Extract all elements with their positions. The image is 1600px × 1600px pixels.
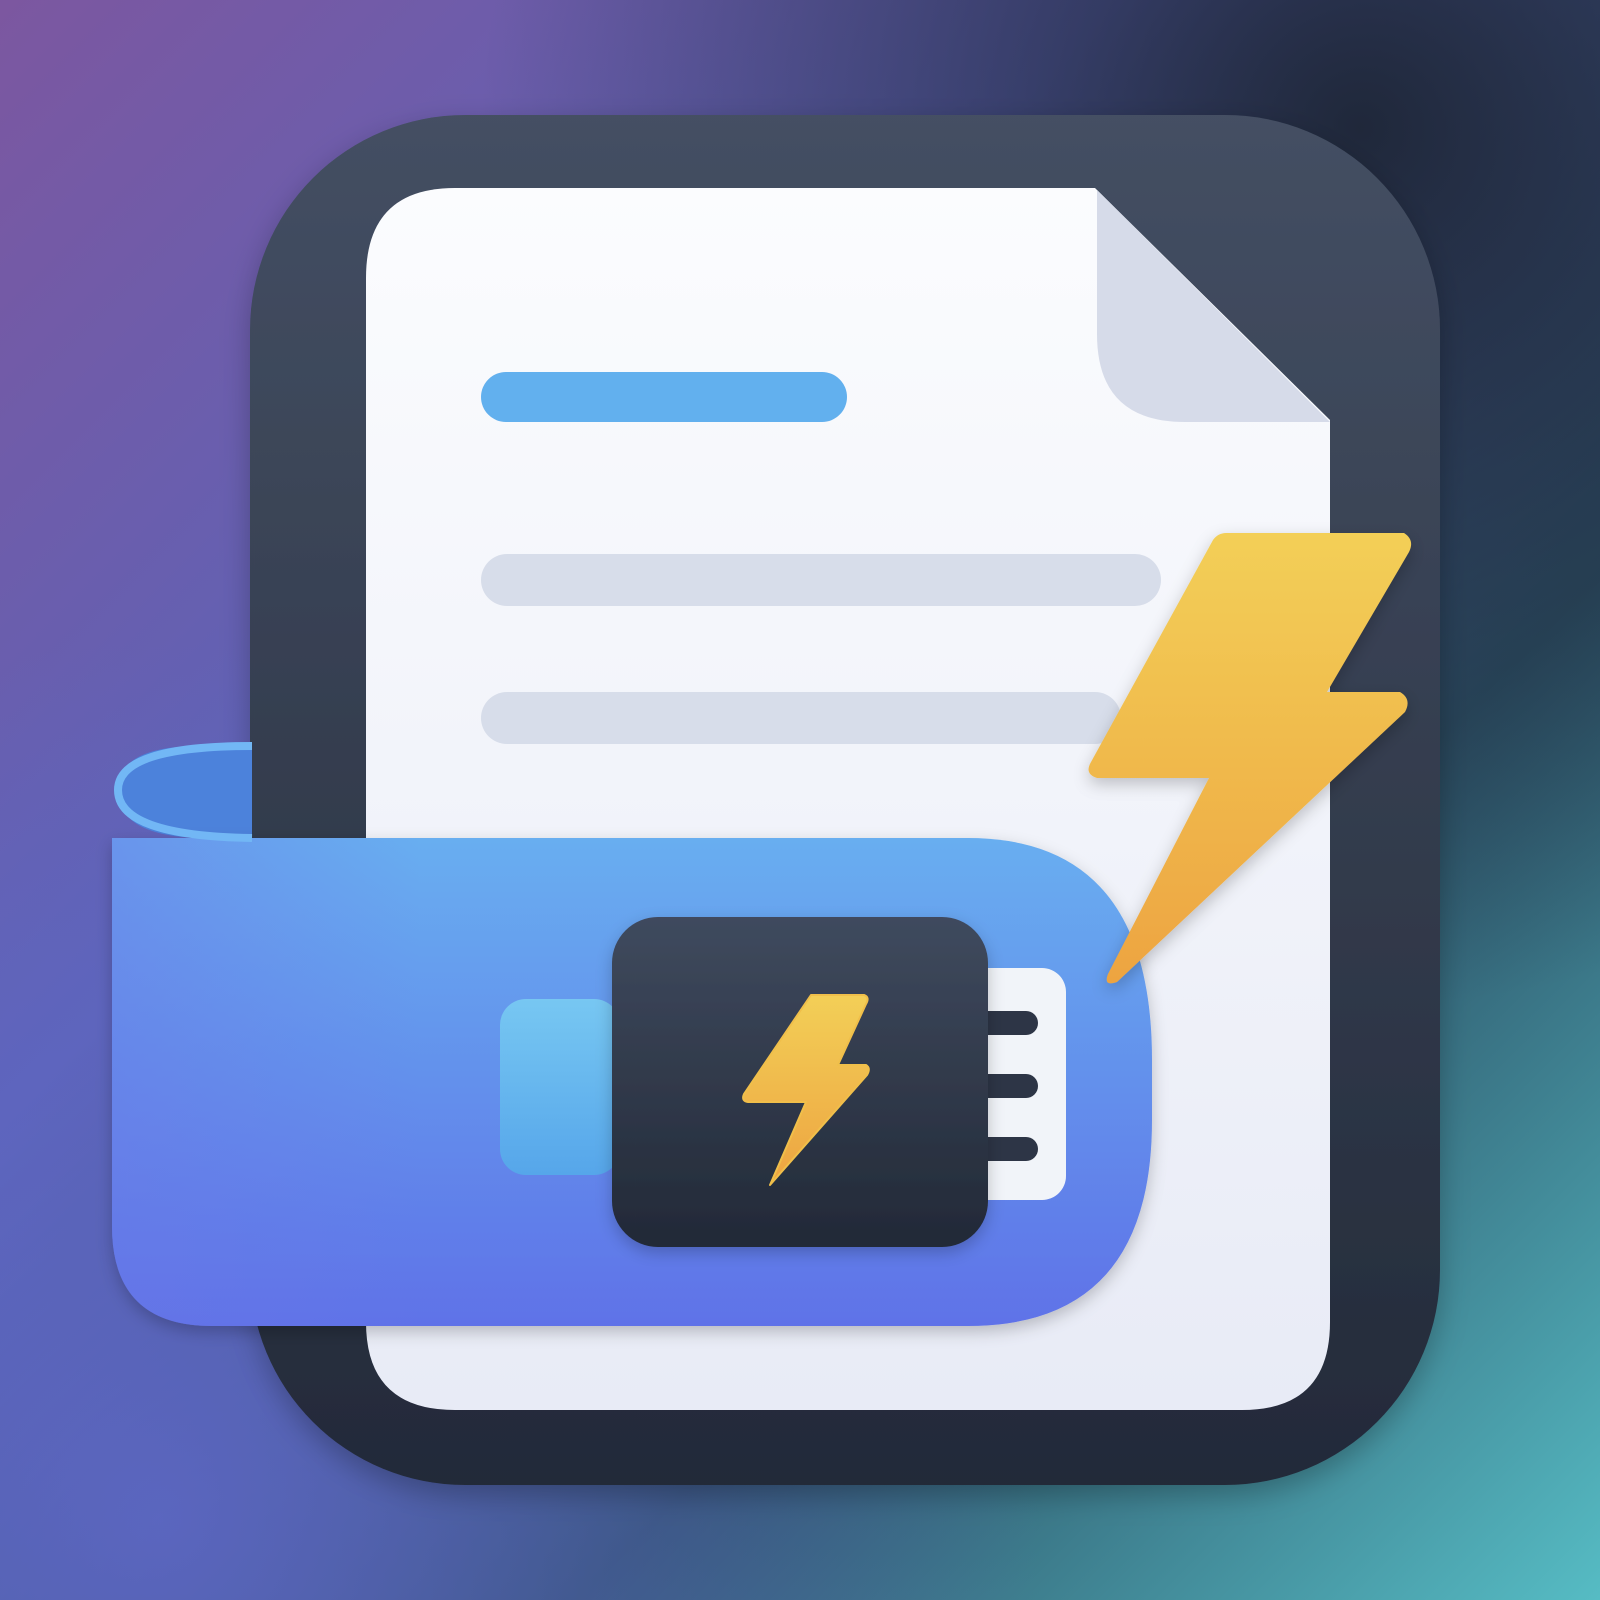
usb-band-shade: [112, 838, 420, 1326]
lightning-bolt-icon: [1088, 533, 1412, 984]
usb-small-lightning-icon: [742, 994, 870, 1186]
document-text-line: [481, 554, 1161, 606]
document-heading-line: [481, 372, 847, 422]
document-folded-corner: [1097, 190, 1330, 422]
document-text-line: [481, 692, 1121, 744]
usb-connector-blue: [500, 999, 620, 1175]
usb-band-curl-edge: [113, 742, 253, 842]
usb-drive-icon: [112, 742, 1152, 1326]
usb-band-back-curl: [118, 746, 252, 838]
